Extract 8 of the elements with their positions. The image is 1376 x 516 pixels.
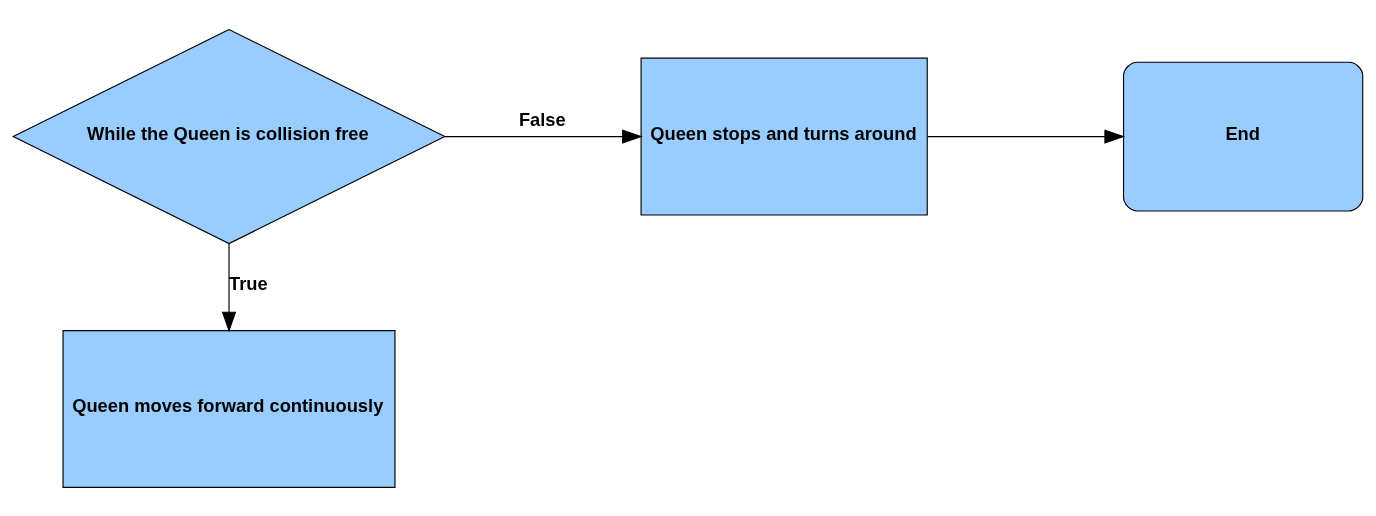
arrow <box>221 242 237 332</box>
edge-label: False <box>518 108 566 130</box>
node-diamond: While the Queen is collision free <box>11 28 447 244</box>
node-box: Queen moves forward continuously <box>62 329 396 488</box>
node-box: End <box>1122 61 1364 212</box>
arrow <box>927 128 1125 144</box>
node-box: Queen stops and turns around <box>640 57 928 216</box>
arrow <box>444 128 643 144</box>
